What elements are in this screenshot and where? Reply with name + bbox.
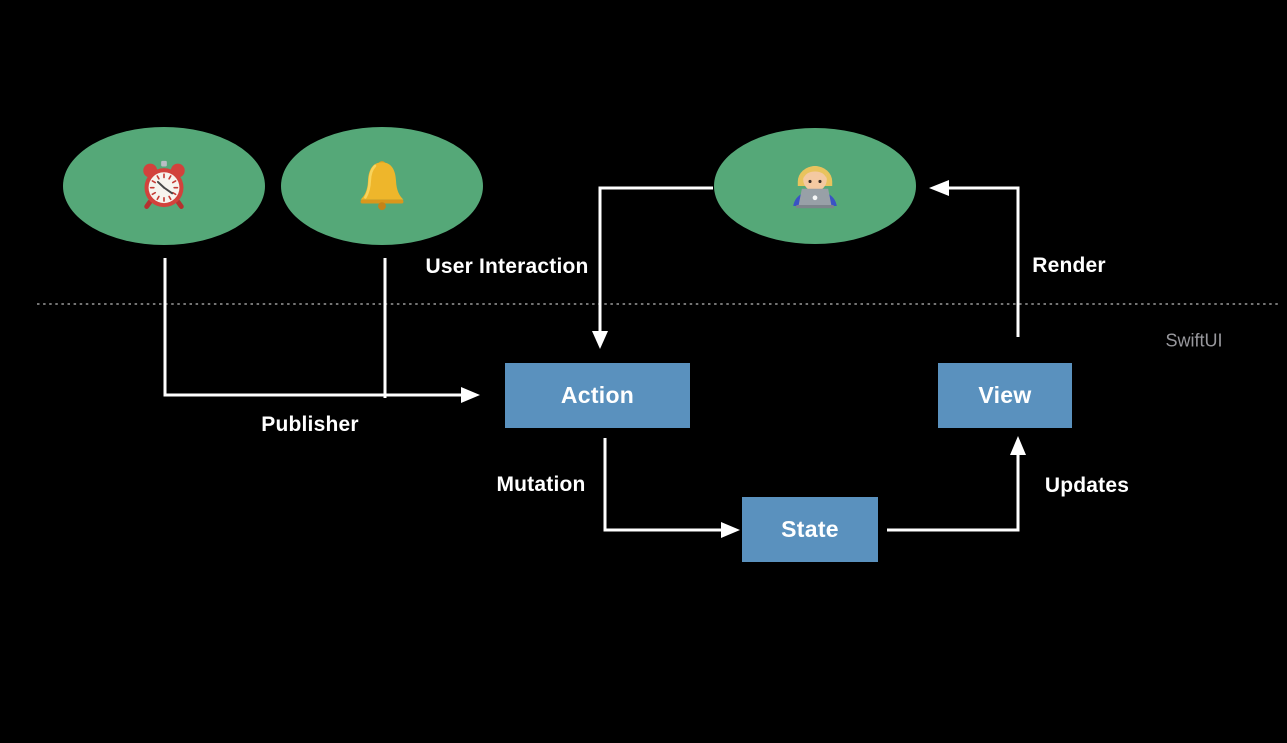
render-arrowhead [929,180,949,196]
user-interaction-arrow-line [598,186,713,332]
view-box-label: View [978,382,1032,408]
state-box: State [742,497,878,562]
action-box-label: Action [560,382,635,408]
bell-icon [360,161,404,211]
swiftui-label: SwiftUI [1165,330,1223,351]
publisher-ellipse-alarm [63,127,265,245]
render-label: Render [1032,254,1106,277]
mutation-label: Mutation [496,473,586,496]
state-box-label: State [781,516,839,542]
mutation-arrow-line [603,438,722,532]
updates-label: Updates [1044,474,1130,497]
publisher-arrowhead [461,387,480,403]
publisher-label: Publisher [261,413,359,436]
updates-arrowhead [1010,436,1026,455]
user-interaction-arrowhead [592,331,608,349]
user-ellipse [714,128,916,244]
publisher-ellipse-bell [281,127,483,245]
updates-arrow-line [887,454,1020,532]
action-box: Action [505,363,690,428]
view-box: View [938,363,1072,428]
user-interaction-label: User Interaction [425,255,589,278]
publisher-arrow-line [163,258,462,397]
render-arrow-line [948,186,1020,337]
alarm-clock-icon [143,160,185,209]
mutation-arrowhead [721,522,740,538]
person-at-laptop-icon [793,166,837,209]
